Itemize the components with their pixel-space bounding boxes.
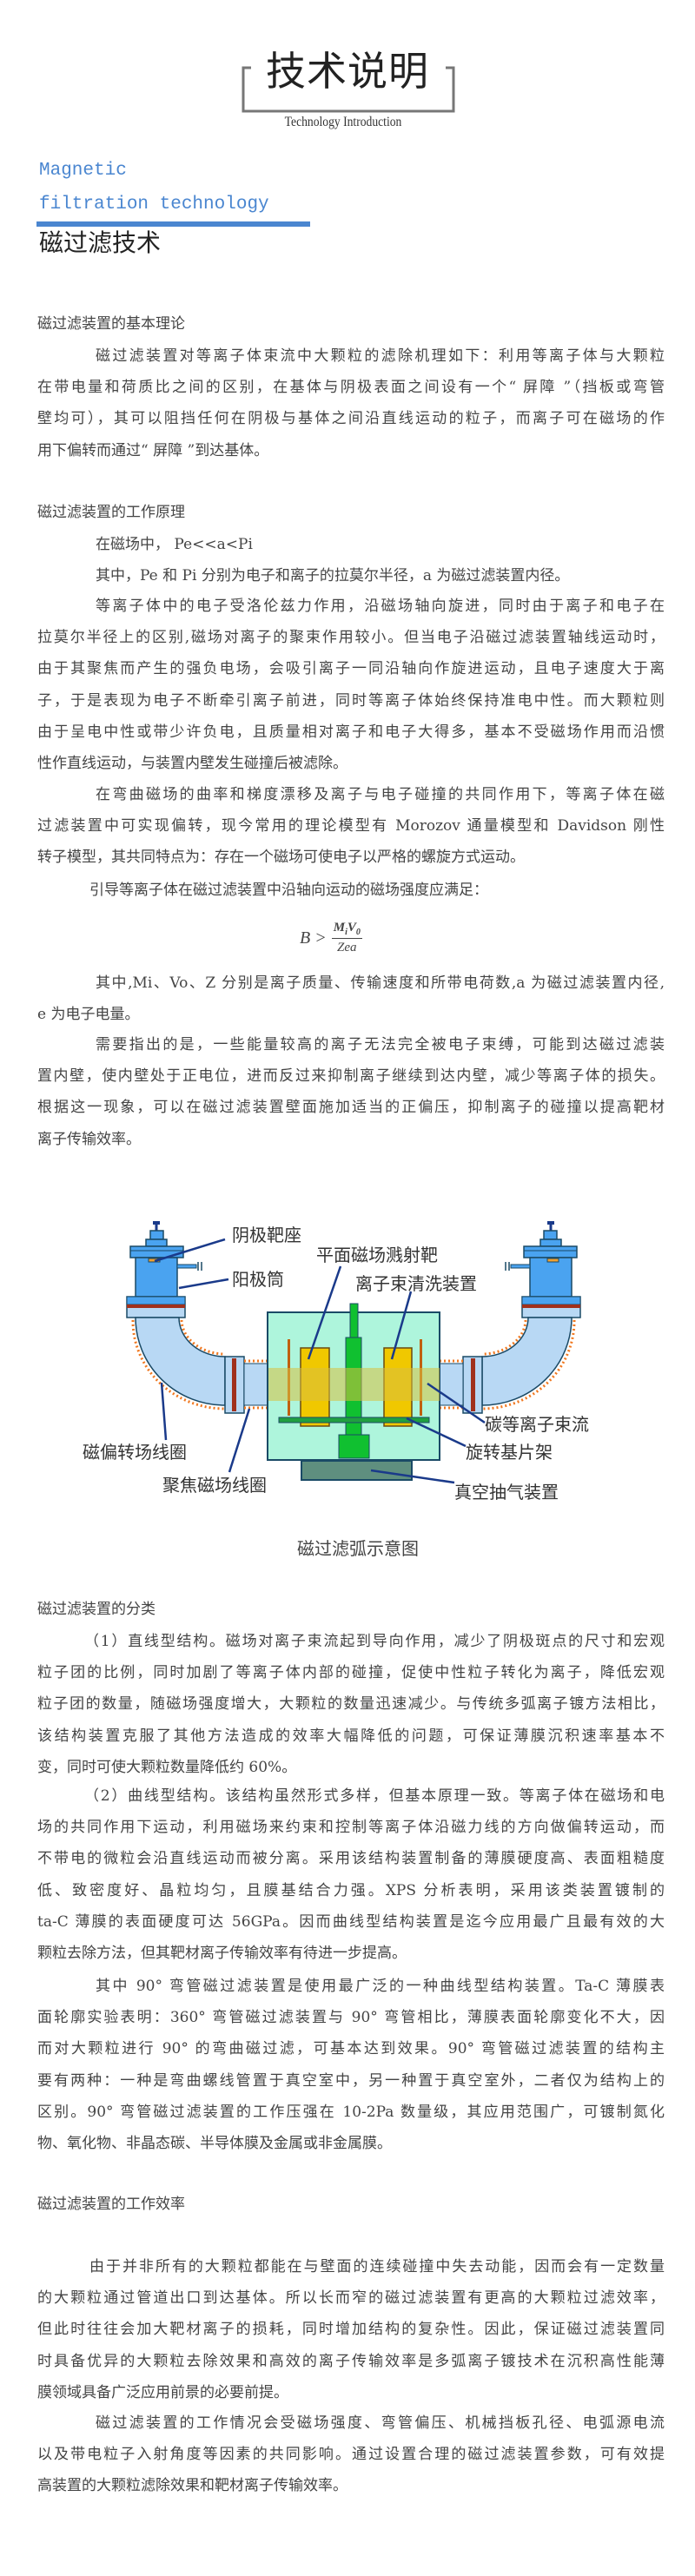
paragraph-line: 时具备优异的大颗粒去除效果和高效的离子传输效率是多弧离子镀技术在沉积高性能薄	[37, 2352, 665, 2370]
label-cathode-target-seat: 阴极靶座	[232, 1225, 301, 1245]
label-rotating-holder: 旋转基片架	[466, 1442, 553, 1463]
page-subtitle: Technology Introduction	[284, 115, 402, 129]
paragraph-line: 等离子体中的电子受洛伦兹力作用，沿磁场轴向旋进，同时由于离子和电子在	[96, 598, 665, 615]
figure-caption: 磁过滤弧示意图	[297, 1538, 419, 1559]
paragraph-line: 磁过滤装置对等离子体束流中大颗粒的滤除机理如下：利用等离子体与大颗粒	[96, 347, 665, 365]
page-title: 技术说明	[266, 48, 429, 95]
paragraph-line: 用下偏转而通过“ 屏障 ”到达基体。	[37, 441, 269, 459]
paragraph-line: 离子传输效率。	[37, 1130, 141, 1148]
paragraph-line: 需要指出的是，一些能量较高的离子无法完全被电子束缚，可能到达磁过滤装	[96, 1036, 665, 1054]
formula-numerator: MiV0	[331, 921, 362, 939]
paragraph-line: 由于其聚焦而产生的强负电场，会吸引离子一同沿轴向作旋进运动，且电子速度大于离	[37, 660, 665, 678]
paragraph-line: 低、致密度好、晶粒均匀，且膜基结合力强。XPS 分析表明，采用该类装置镀制的	[37, 1881, 665, 1899]
paragraph-line: 的大颗粒通过管道出口到达基体。所以长而窄的磁过滤装置有更高的大颗粒过滤效率，	[37, 2289, 665, 2308]
section-heading: 磁过滤装置的工作效率	[37, 2196, 185, 2213]
label-carbon-plasma-beam: 碳等离子束流	[485, 1414, 589, 1435]
paragraph-line: 但此时往往会加大靶材离子的损耗，同时增加结构的复杂性。因此，保证磁过滤装置同	[37, 2321, 665, 2339]
title-bracket	[242, 66, 455, 113]
paragraph-line: 变，同时可使大颗粒数量降低约 60%。	[37, 1758, 297, 1776]
paragraph-line: 而对大颗粒进行 90° 的弯曲磁过滤，可基本达到效果。90° 弯管磁过滤装置的结…	[37, 2040, 665, 2058]
paragraph-line: 区别。90° 弯管磁过滤装置的工作压强在 10-2Pa 数量级，其应用范围广，可…	[37, 2103, 665, 2121]
label-planar-sputter-target: 平面磁场溅射靶	[316, 1245, 438, 1265]
paragraph-line: 不带电的微粒会沿直线运动而被分离。采用该结构装置制备的薄膜硬度高、表面粗糙度	[37, 1850, 665, 1868]
paragraph-line: 拉莫尔半径上的区别,磁场对离子的聚束作用较小。但当电子沿磁过滤装置轴线运动时，	[37, 629, 665, 647]
paragraph-line: 在弯曲磁场的曲率和梯度漂移及离子与电子碰撞的共同作用下，等离子体在磁	[96, 786, 665, 803]
plasma-beam	[268, 1368, 440, 1401]
label-anode-tube: 阳极筒	[232, 1269, 284, 1290]
paragraph-line: 置内壁，使内壁处于正电位，进而反过来抑制离子继续到达内壁，减少等离子体的损失。	[37, 1067, 665, 1086]
cathode-pipe-assembly-left	[126, 1221, 269, 1414]
label-deflection-coil: 磁偏转场线圈	[83, 1442, 187, 1463]
formula-denominator: Zea	[337, 941, 357, 954]
section-heading: 磁过滤装置的分类	[37, 1601, 156, 1618]
paragraph-line: 引导等离子体在磁过滤装置中沿轴向运动的磁场强度应满足：	[89, 882, 488, 899]
label-vacuum-pump: 真空抽气装置	[454, 1482, 559, 1503]
label-focusing-coil: 聚焦磁场线圈	[162, 1475, 267, 1496]
paragraph-line: 转子模型，其共同特点为：存在一个磁场可使电子以严格的螺旋方式运动。	[37, 849, 525, 867]
section-title-en-line1: Magnetic	[39, 161, 127, 181]
paragraph-line: （1）直线型结构。磁场对离子束流起到导向作用，减少了阴极斑点的尺寸和宏观	[84, 1633, 665, 1650]
formula: B > MiV0 Zea	[300, 921, 362, 955]
paragraph-line: 性作直线运动，与装置内壁发生碰撞后被滤除。	[37, 755, 348, 772]
section-heading: 磁过滤装置的基本理论	[37, 315, 185, 333]
paragraph-line: 磁过滤装置的工作情况会受磁场强度、弯管偏压、机械挡板孔径、电弧源电流	[96, 2414, 665, 2432]
paragraph-line: 要有两种：一种是弯曲螺线管置于真空室中，另一种置于真空室外，二者仅为结构上的	[37, 2071, 665, 2090]
section-heading: 磁过滤装置的工作原理	[37, 504, 185, 521]
paragraph-line: 其中,Mi、Vo、Z 分别是离子质量、传输速度和所带电荷数,a 为磁过滤装置内径…	[96, 974, 665, 992]
paragraph-line: 膜领域具备广泛应用前景的必要前提。	[37, 2383, 288, 2401]
paragraph-line: 场的共同作用下运动，利用磁场来约束和控制等离子体沿磁力线的方向做偏转运动，而	[37, 1819, 665, 1837]
paragraph-line: 由于并非所有的大颗粒都能在与壁面的连续碰撞中失去动能，因而会有一定数量	[89, 2258, 665, 2275]
label-ion-beam-cleaner: 离子束清洗装置	[355, 1273, 477, 1294]
paragraph-line: ta-C 薄膜的表面硬度可达 56GPa。因而曲线型结构装置是迄今应用最广且最有…	[37, 1912, 665, 1931]
section-title-cn: 磁过滤技术	[39, 228, 162, 257]
section-divider	[36, 221, 310, 227]
paragraph-line: 在带电量和荷质比之间的区别，在基体与阴极表面之间设有一个“ 屏障 ”（挡板或弯管	[37, 379, 665, 397]
paragraph-line: 粒子团的比例，同时加剧了等离子体内部的碰撞，促使中性粒子转化为离子，降低宏观	[37, 1664, 665, 1682]
paragraph-line: （2）曲线型结构。该结构虽然形式多样，但基本原理一致。等离子体在磁场和电	[84, 1787, 665, 1805]
magnetic-filter-arc-diagram: 阴极靶座 平面磁场溅射靶 阳极筒 离子束清洗装置 碳等离子束流 磁偏转场线圈 旋…	[83, 1219, 589, 1503]
paragraph-line: 以及带电粒子入射角度等因素的共同影响。通过设置合理的磁过滤装置参数，可有效提	[37, 2446, 665, 2464]
paragraph-line: e 为电子电量。	[37, 1006, 140, 1024]
paragraph-line: 子，于是表现为电子不断牵引离子前进，同时等离子体始终保持准电中性。而大颗粒则	[37, 691, 665, 710]
paragraph-line: 颗粒去除方法，但其靶材离子传输效率有待进一步提高。	[37, 1945, 407, 1962]
paragraph-line: 面轮廓实验表明：360° 弯管磁过滤装置与 90° 弯管相比，薄膜表面轮廓变化不…	[37, 2009, 665, 2027]
vacuum-pump-unit	[301, 1460, 413, 1481]
cathode-pipe-assembly-right	[437, 1219, 582, 1415]
paragraph-line: 物、氧化物、非晶态碳、半导体膜及金属或非金属膜。	[37, 2135, 392, 2152]
paragraph-line: 过滤装置中可实现偏转，现今常用的理论模型有 Morozov 通量模型和 Davi…	[37, 817, 665, 836]
paragraph-line: 在磁场中， Pe<<a<Pi	[96, 536, 253, 553]
paragraph-line: 粒子团的数量，随磁场强度增大，大颗粒的数量迅速减少。与传统多弧离子镀方法相比，	[37, 1695, 665, 1714]
substrate-holder	[278, 1417, 430, 1423]
paragraph-line: 根据这一现象，可以在磁过滤装置壁面施加适当的正偏压，抑制离子的碰撞以提高靶材	[37, 1099, 665, 1117]
formula-lhs: B >	[300, 928, 327, 948]
paragraph-line: 壁均可），其可以阻挡任何在阴极与基体之间沿直线运动的粒子，而离子可在磁场的作	[37, 410, 665, 428]
paragraph-line: 该结构装置克服了其他方法造成的效率大幅降低的问题，可保证薄膜沉积速率基本不	[37, 1727, 665, 1745]
paragraph-line: 由于呈电中性或带少许负电，且质量相对离子和电子大得多，基本不受磁场作用而沿惯	[37, 723, 665, 741]
paragraph-line: 高装置的大颗粒滤除效果和靶材离子传输效率。	[37, 2477, 348, 2495]
section-title-en-line2: filtration technology	[39, 195, 269, 215]
paragraph-line: 其中 90° 弯管磁过滤装置是使用最广泛的一种曲线型结构装置。Ta-C 薄膜表	[96, 1978, 665, 1995]
paragraph-line: 其中，Pe 和 Pi 分别为电子和离子的拉莫尔半径，a 为磁过滤装置内径。	[96, 567, 570, 585]
formula-fraction: MiV0 Zea	[331, 921, 362, 955]
